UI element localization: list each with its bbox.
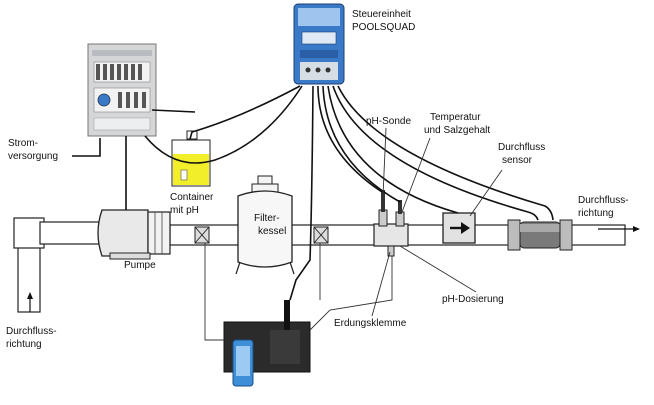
ph-probe-label: pH-Sonde [366,116,411,127]
sensor-block [373,190,409,257]
inlet-flow-arrow-icon [27,292,33,312]
filter-tank [235,175,295,275]
dosing-pump-station [223,300,311,387]
grounding-label: Erdungsklemme [334,318,407,329]
outlet-flow-arrow-icon [598,226,640,232]
flow-in-label: Durchfluss- richtung [6,326,59,350]
ph-container [171,130,211,187]
pump-label: Pumpe [124,260,156,271]
electrical-panel [87,43,157,137]
power-supply-label: Strom- versorgung [8,138,58,162]
flow-sensor-box [442,212,476,244]
temperature-label: Temperatur und Salzgehalt [424,112,490,136]
flow-sensor-label: Durchfluss sensor [498,142,548,166]
container-label: Container mit pH [170,192,216,216]
valve-right [313,226,329,244]
controller-label: Steuereinheit POOLSQUAD [352,9,415,33]
cables [72,85,554,341]
leader-lines [371,127,503,317]
pump [97,209,171,260]
filter-label: Filter- kessel [254,213,286,237]
controller-unit [293,3,345,85]
electrolysis-cell [507,219,573,251]
ph-dosing-label: pH-Dosierung [442,294,504,305]
flow-out-label: Durchfluss- richtung [578,195,631,219]
valve-left [194,226,210,244]
